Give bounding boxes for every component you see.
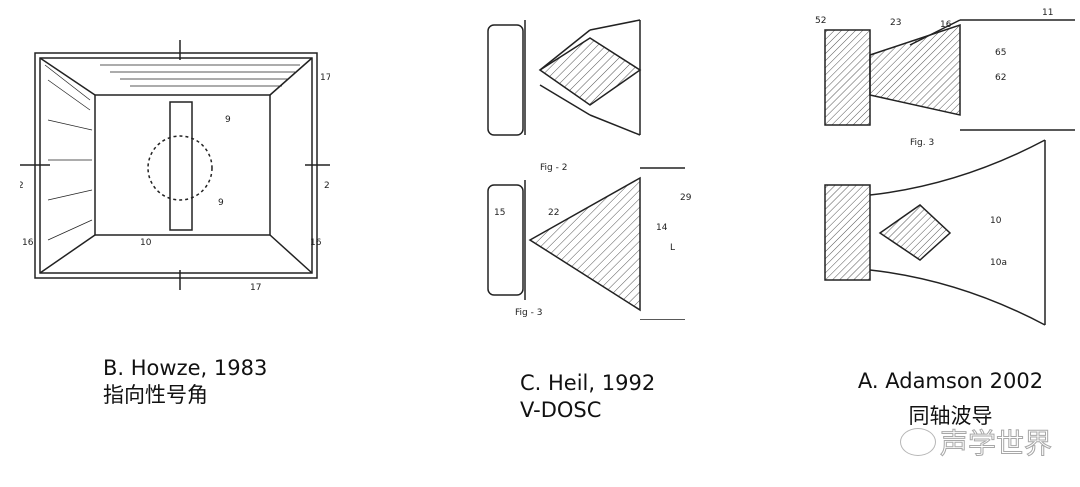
svg-text:Fig - 2: Fig - 2 bbox=[540, 163, 567, 173]
svg-text:9: 9 bbox=[225, 115, 231, 125]
caption-title: B. Howze, 1983 bbox=[103, 356, 268, 380]
svg-text:10: 10 bbox=[990, 216, 1002, 226]
svg-text:62: 62 bbox=[995, 73, 1006, 83]
howze-horn-drawing: 17 9 9 16 16 10 17 2 2 bbox=[20, 40, 330, 290]
svg-text:9: 9 bbox=[218, 198, 224, 208]
svg-text:16: 16 bbox=[940, 20, 952, 30]
caption-heil: C. Heil, 1992 V-DOSC bbox=[520, 370, 655, 424]
svg-text:10: 10 bbox=[140, 238, 152, 248]
svg-text:22: 22 bbox=[548, 208, 559, 218]
caption-subtitle: V-DOSC bbox=[520, 398, 602, 422]
svg-text:2: 2 bbox=[324, 181, 330, 191]
svg-text:23: 23 bbox=[890, 18, 901, 28]
heil-vdosc-drawing: Fig - 2 Fig - 3 15 14 29 22L bbox=[487, 19, 692, 320]
watermark: 声学世界 bbox=[900, 422, 1053, 462]
watermark-text: 声学世界 bbox=[939, 427, 1053, 461]
svg-text:52: 52 bbox=[815, 16, 826, 26]
svg-text:17: 17 bbox=[320, 73, 330, 83]
svg-text:29: 29 bbox=[680, 193, 692, 203]
svg-text:65: 65 bbox=[995, 48, 1006, 58]
svg-text:17: 17 bbox=[250, 283, 261, 290]
caption-title: A. Adamson 2002 bbox=[857, 369, 1044, 393]
wechat-icon bbox=[900, 428, 936, 456]
caption-howze: B. Howze, 1983 指向性号角 bbox=[103, 355, 267, 409]
svg-text:Fig - 3: Fig - 3 bbox=[515, 308, 542, 318]
svg-text:10a: 10a bbox=[990, 258, 1007, 268]
svg-text:2: 2 bbox=[20, 181, 24, 191]
adamson-coaxial-drawing: Fig. 3 52 23 16 11 65 62 10 10a bbox=[815, 8, 1075, 326]
svg-text:16: 16 bbox=[22, 238, 34, 248]
caption-subtitle: 指向性号角 bbox=[103, 383, 208, 407]
caption-subtitle: 同轴波导 bbox=[908, 404, 993, 428]
svg-text:L: L bbox=[670, 243, 675, 253]
caption-title: C. Heil, 1992 bbox=[520, 371, 656, 395]
svg-text:16: 16 bbox=[310, 238, 322, 248]
svg-text:15: 15 bbox=[494, 208, 505, 218]
svg-text:14: 14 bbox=[656, 223, 668, 233]
svg-text:Fig. 3: Fig. 3 bbox=[910, 138, 934, 148]
svg-text:11: 11 bbox=[1042, 8, 1053, 18]
caption-adamson: A. Adamson 2002 同轴波导 bbox=[848, 368, 1053, 430]
